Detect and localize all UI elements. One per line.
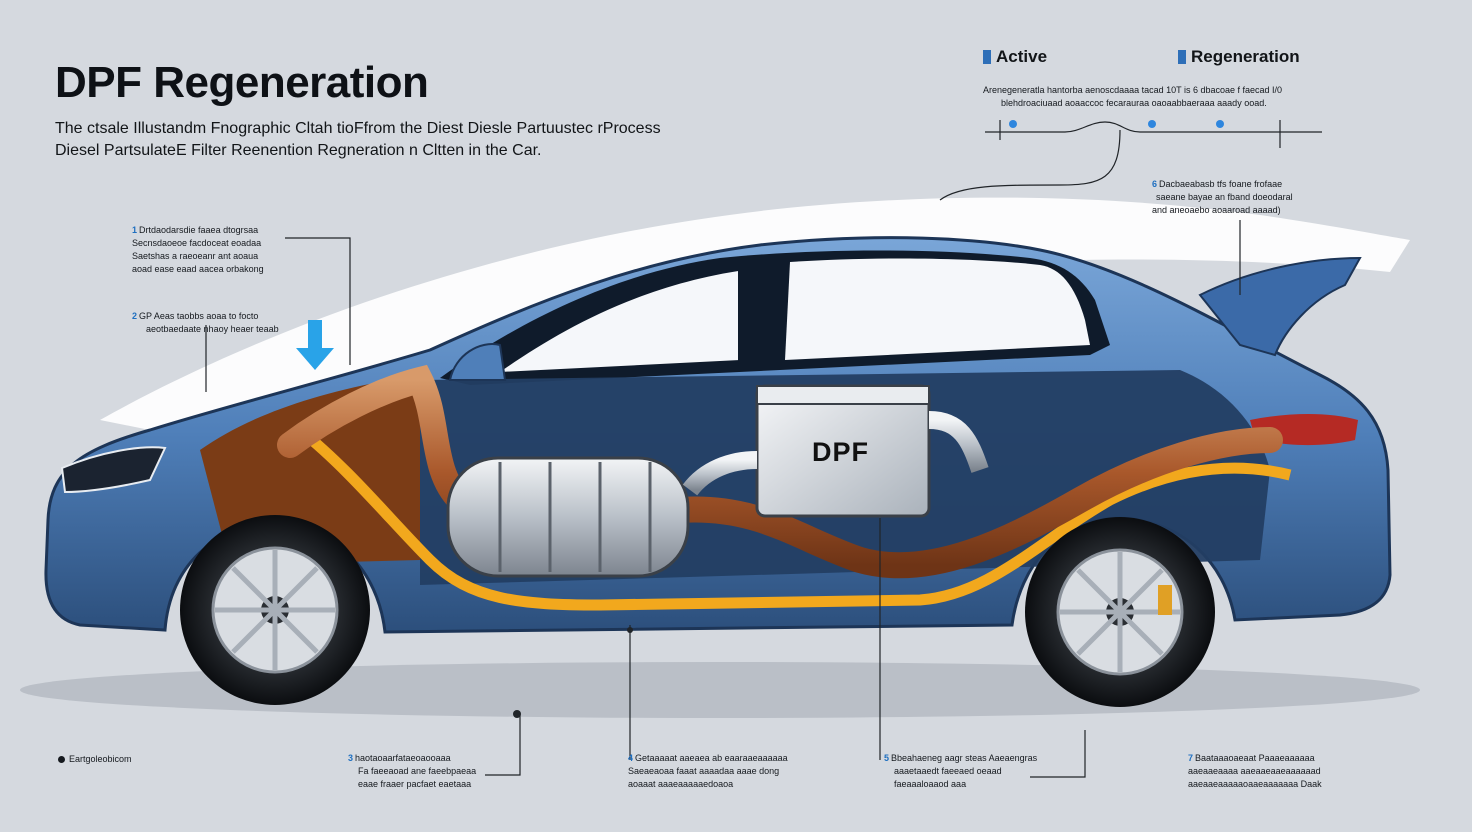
callout-bottom-3-line-1: Bbeahaeneg aagr steas Aaeaengras — [891, 753, 1038, 763]
page-subtitle: The ctsale Illustandm Fnographic Cltah t… — [55, 118, 735, 162]
legend-active-marker — [983, 50, 991, 64]
down-arrow-icon — [296, 320, 334, 370]
subtitle-line-2: Diesel PartsulateE Filter Reenention Reg… — [55, 142, 542, 159]
callout-bottom-2-line-1: Getaaaaat aaeaea ab eaaraaeaaaaaa — [635, 753, 788, 763]
callout-bottom-3-line-3: faeaaaloaaod aaa — [894, 779, 967, 789]
legend-description: Arenegeneratla hantorba aenoscdaaaa taca… — [983, 84, 1282, 110]
callout-bottom-1-number: 3 — [348, 753, 354, 763]
callout-bottom-2-line-2: Saeaeaoaa faaat aaaadaa aaae dong — [628, 766, 780, 776]
callout-bottom-2-number: 4 — [628, 753, 634, 763]
callout-top-left-line-4: aoad ease eaad aacea orbakong — [132, 264, 264, 274]
background-swoosh — [100, 197, 1410, 430]
callout-top-left-line-2: Secnsdaoeoe facdoceat eoadaa — [132, 238, 262, 248]
callout-bottom-2-line-3: aoaaat aaaeaaaaaedoaoa — [628, 779, 734, 789]
leader-top-right — [939, 129, 1121, 201]
callout-bottom-4-line-2: aaeaaeaaaa aaeaaeaaeaaaaaad — [1188, 766, 1321, 776]
subtitle-line-1: The ctsale Illustandm Fnographic Cltah t… — [55, 120, 661, 137]
dpf-label: DPF — [812, 437, 869, 467]
head-light — [60, 446, 167, 494]
brand-dot-icon — [58, 756, 65, 764]
callout-bottom-3-line-2: aaaetaaedt faeeaed oeaad — [894, 766, 1002, 776]
rear-wheel — [1025, 517, 1215, 707]
callout-bottom-4-line-3: aaeaaeaaaaaoaaeaaaaaaa Daak — [1188, 779, 1322, 789]
heat-path — [296, 425, 1292, 611]
callout-mid-left-number: 2 — [132, 311, 138, 321]
leader-bottom-1 — [485, 715, 521, 776]
catalyst-canister — [446, 456, 690, 578]
callout-right-line-1: Dacbaeabasb tfs foane frofaae — [1159, 179, 1283, 189]
callout-top-left-line-3: Saetshas a raeoeanr ant aoaua — [132, 251, 259, 261]
callout-right-number: 6 — [1152, 179, 1158, 189]
callout-bottom-4-number: 7 — [1188, 753, 1194, 763]
callout-top-left-line-1: Drtdaodarsdie faaea dtogrsaa — [139, 225, 259, 235]
callout-right-line-3: and aneoaebo aoaaroad aaaad) — [1152, 205, 1281, 215]
callout-mid-left-line-2: aeotbaedaate nhaoy heaer teaab — [146, 324, 279, 334]
callout-bottom-3-number: 5 — [884, 753, 890, 763]
rear-window-glass — [785, 258, 1090, 360]
footer-brand-text: Eartgoleobicom — [69, 754, 132, 764]
callout-bottom-4-line-1: Baataaaoaeaat Paaaeaaaaaa — [1195, 753, 1315, 763]
footer-brand: Eartgoleobicom — [58, 754, 132, 764]
callout-bottom-1-line-2: Fa faeeaoad ane faeebpaeaa — [358, 766, 477, 776]
dpf-unit — [682, 384, 989, 518]
legend-timeline — [513, 120, 1322, 718]
legend-active-label: Active — [996, 47, 1048, 66]
callout-bottom-1-line-3: eaae fraaer pacfaet eaetaaa — [358, 779, 472, 789]
front-window-glass — [500, 265, 760, 372]
callout-mid-left-line-1: GP Aeas taobbs aoaa to focto — [139, 311, 259, 321]
side-mirror — [448, 343, 507, 381]
legend-regeneration-label: Regeneration — [1191, 47, 1300, 66]
callout-top-left-number: 1 — [132, 225, 138, 235]
legend-description-line-2: blehdroaciuaad aoaaccoc fecarauraa oaoaa… — [1001, 98, 1267, 108]
exhaust-pipe — [277, 364, 1283, 579]
legend-regeneration-marker — [1178, 50, 1186, 64]
front-wheel — [180, 515, 370, 705]
leader-top-left — [285, 237, 351, 365]
leader-bottom-4 — [1030, 730, 1086, 778]
callout-bottom-1-line-1: haotaoaarfataeoaooaaa — [355, 753, 451, 763]
b-pillar — [738, 258, 783, 368]
legend-description-line-1: Arenegeneratla hantorba aenoscdaaaa taca… — [983, 85, 1283, 95]
page-title: DPF Regeneration — [55, 58, 429, 107]
callout-right-line-2: saeane bayae an fband doeodaral — [1156, 192, 1293, 202]
